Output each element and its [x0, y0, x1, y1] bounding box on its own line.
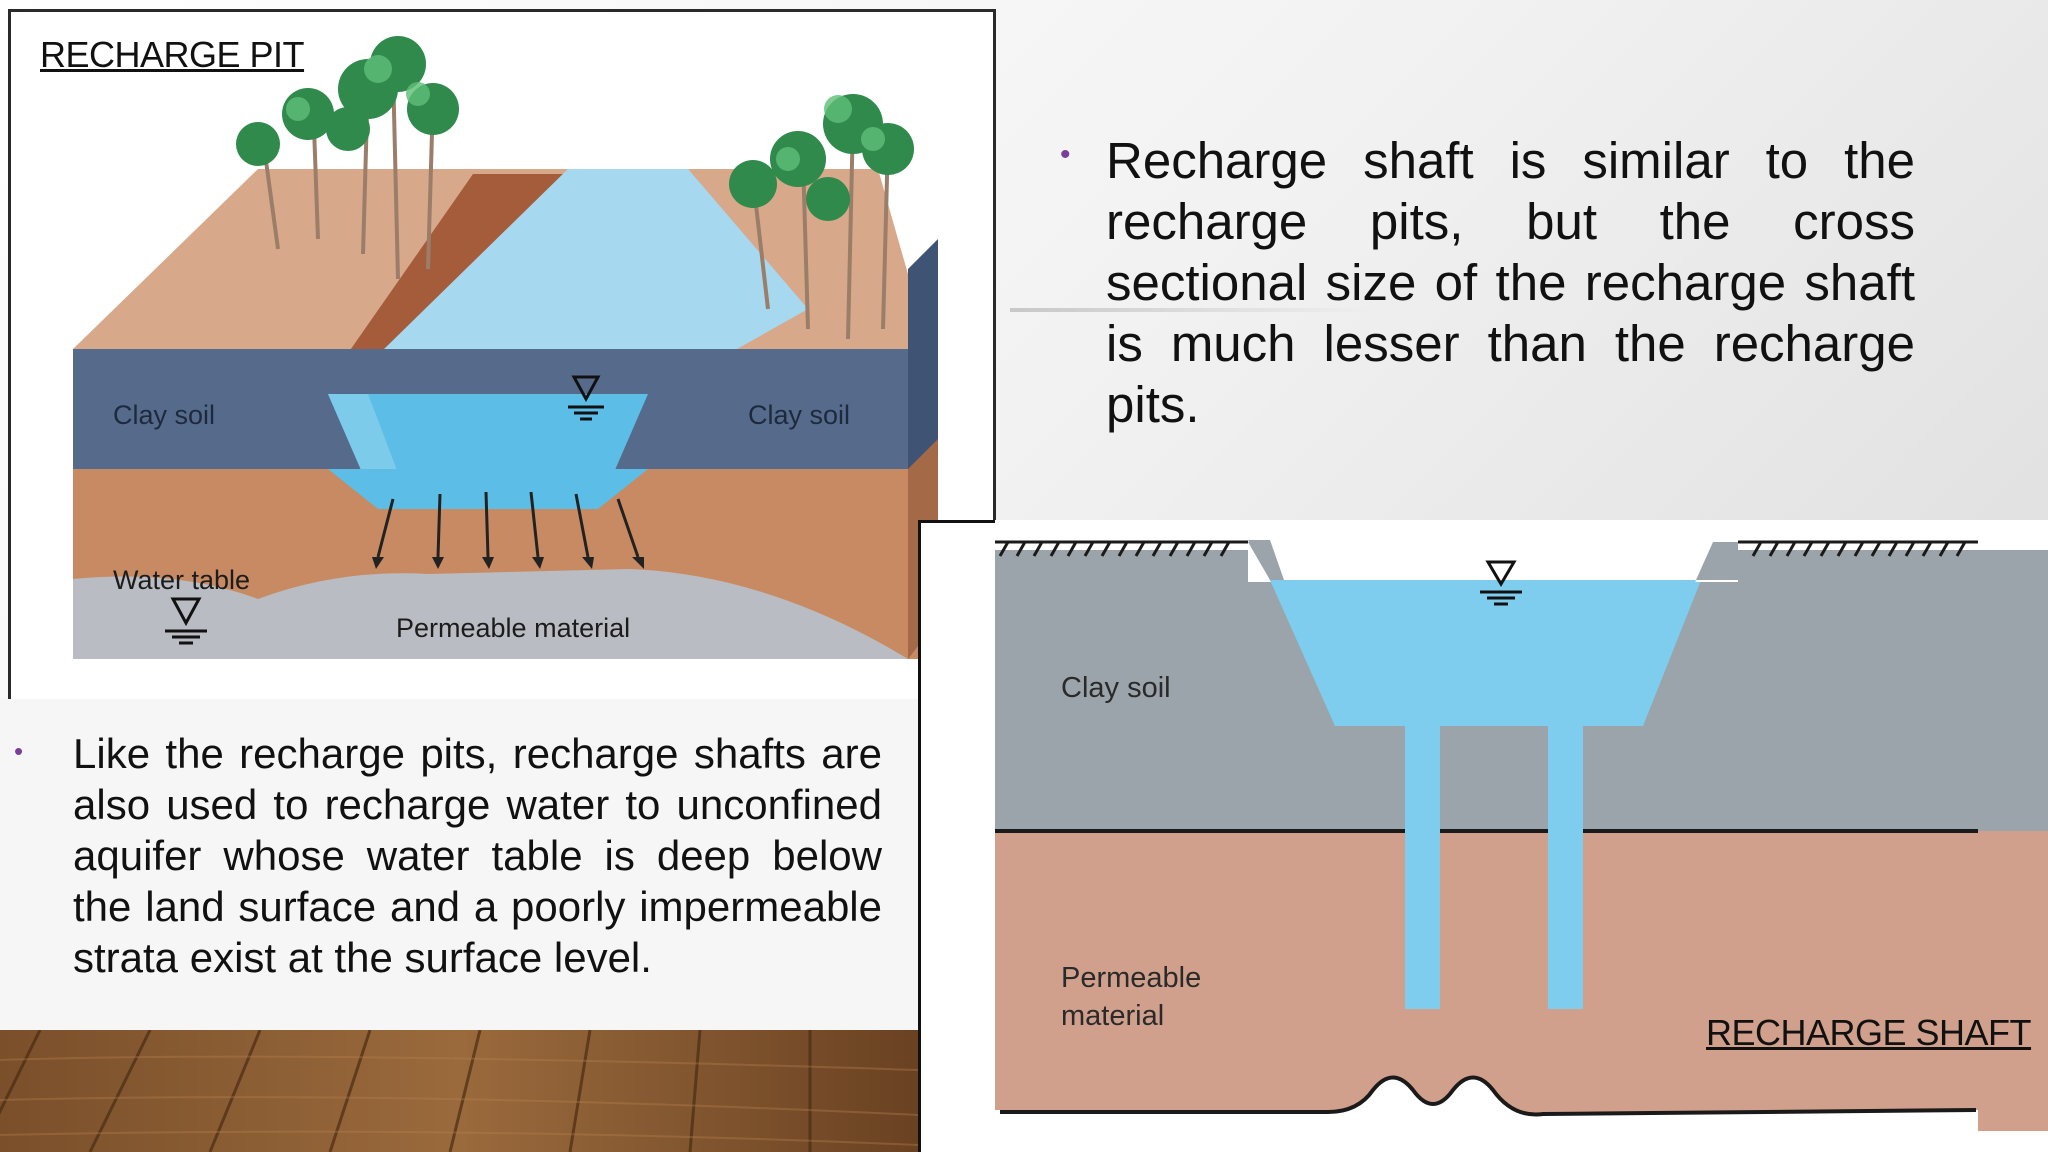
bullet-dot: •: [14, 736, 24, 766]
pit-clay-soil-left-label: Clay soil: [113, 400, 215, 430]
shaft-permeable-label-line1: Permeable: [1061, 962, 1201, 994]
decorative-rule: [1010, 308, 1370, 312]
bullet-dot: •: [1060, 138, 1071, 171]
wood-floor-decoration: [0, 1030, 918, 1152]
recharge-shaft-diagram: Clay soil Permeable material: [995, 520, 2048, 1152]
bullet-text: Like the recharge pits, recharge shafts …: [73, 730, 882, 981]
shaft-clay-soil-label: Clay soil: [1061, 672, 1171, 704]
pit-permeable-material-label: Permeable material: [396, 613, 630, 643]
recharge-pit-diagram: Clay soil Clay soil Water table Permeabl…: [73, 36, 938, 659]
bullet-recharge-shaft-usage: • Like the recharge pits, recharge shaft…: [14, 728, 882, 983]
bullet-text: Recharge shaft is similar to the recharg…: [1106, 132, 1915, 433]
shaft-permeable-label-line2: material: [1061, 1000, 1164, 1032]
bullet-recharge-shaft-similar: • Recharge shaft is similar to the recha…: [1060, 130, 1915, 435]
recharge-pit-caption: RECHARGE PIT: [40, 34, 305, 75]
recharge-shaft-caption: RECHARGE SHAFT: [1706, 1012, 2032, 1053]
bottom-left-text-panel: [0, 698, 918, 1030]
pit-water-table-label: Water table: [113, 565, 250, 595]
pit-clay-soil-right-label: Clay soil: [748, 400, 850, 430]
